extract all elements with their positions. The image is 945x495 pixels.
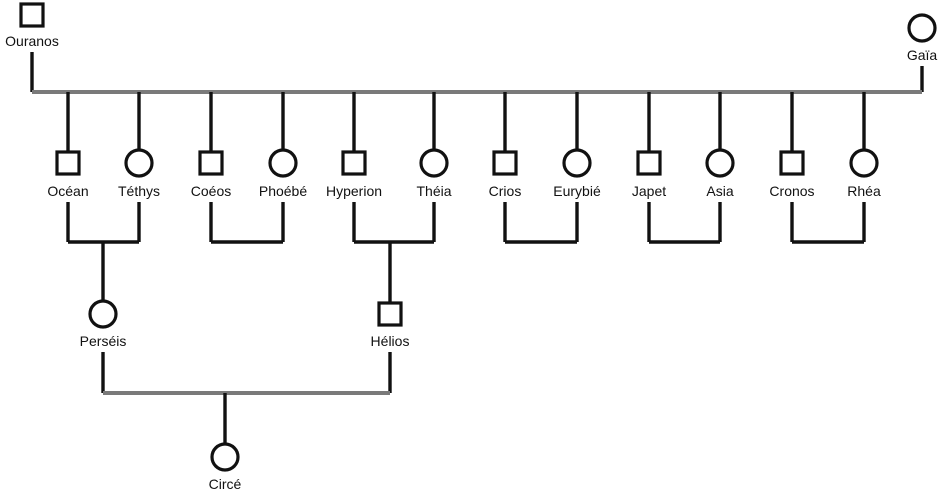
member-name-label: Phoébé: [259, 183, 307, 199]
member-gaia: Gaïa: [907, 13, 938, 63]
member-asia: Asia: [705, 148, 735, 199]
member-coeos: Coéos: [191, 150, 231, 199]
connector-lines: [30, 52, 924, 444]
male-square-icon: [198, 150, 224, 176]
female-circle-icon: [124, 148, 154, 178]
member-perseis: Perséis: [80, 299, 127, 349]
member-ouranos: Ouranos: [5, 2, 59, 49]
member-name-label: Gaïa: [907, 47, 938, 63]
male-square-icon: [19, 2, 45, 28]
member-name-label: Coéos: [191, 183, 231, 199]
member-name-label: Théia: [416, 183, 451, 199]
member-helios: Hélios: [371, 301, 410, 349]
member-eurybie: Eurybié: [553, 148, 601, 199]
female-circle-icon: [88, 299, 118, 329]
member-circe: Circé: [209, 442, 242, 492]
male-square-icon: [636, 150, 662, 176]
member-rhea: Rhéa: [847, 148, 881, 199]
female-circle-icon: [210, 442, 240, 472]
member-theia: Théia: [416, 148, 452, 199]
male-square-icon: [492, 150, 518, 176]
member-name-label: Océan: [47, 183, 88, 199]
member-crios: Crios: [489, 150, 522, 199]
member-name-label: Perséis: [80, 333, 127, 349]
member-name-label: Hélios: [371, 333, 410, 349]
male-square-icon: [55, 150, 81, 176]
member-name-label: Hyperion: [326, 183, 382, 199]
member-name-label: Eurybié: [553, 183, 601, 199]
member-hyperion: Hyperion: [326, 150, 382, 199]
member-name-label: Téthys: [118, 183, 160, 199]
member-name-label: Japet: [632, 183, 666, 199]
female-circle-icon: [268, 148, 298, 178]
member-name-label: Circé: [209, 476, 242, 492]
female-circle-icon: [419, 148, 449, 178]
member-ocean: Océan: [47, 150, 89, 199]
member-tethys: Téthys: [118, 148, 160, 199]
member-phoebe: Phoébé: [259, 148, 307, 199]
female-circle-icon: [562, 148, 592, 178]
member-cronos: Cronos: [769, 150, 815, 199]
member-japet: Japet: [632, 150, 666, 199]
female-circle-icon: [907, 13, 937, 43]
member-name-label: Crios: [489, 183, 522, 199]
member-name-label: Rhéa: [847, 183, 881, 199]
male-square-icon: [779, 150, 805, 176]
female-circle-icon: [849, 148, 879, 178]
member-name-label: Ouranos: [5, 33, 59, 49]
male-square-icon: [341, 150, 367, 176]
member-name-label: Asia: [706, 183, 733, 199]
member-name-label: Cronos: [769, 183, 814, 199]
female-circle-icon: [705, 148, 735, 178]
male-square-icon: [377, 301, 403, 327]
